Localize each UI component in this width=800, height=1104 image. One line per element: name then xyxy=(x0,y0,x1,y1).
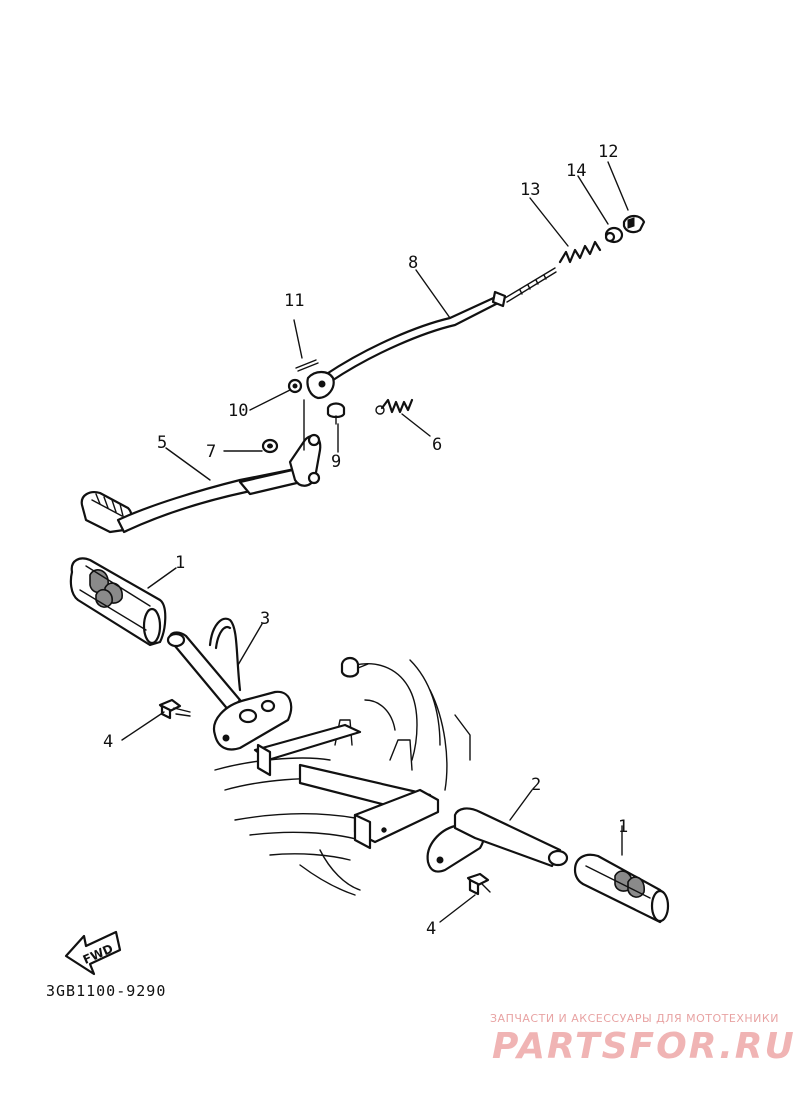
callout-4-upper: 4 xyxy=(103,732,113,752)
adjuster-nut-12[interactable] xyxy=(622,214,646,234)
callout-10: 10 xyxy=(228,401,248,421)
callout-12: 12 xyxy=(598,142,618,162)
right-footrest-bracket[interactable] xyxy=(426,807,569,873)
callout-9: 9 xyxy=(331,452,341,472)
nut-14[interactable] xyxy=(604,226,624,244)
watermark-logo: PARTSFOR.RU xyxy=(492,1026,796,1067)
washer-10[interactable] xyxy=(287,378,303,394)
brake-rod[interactable] xyxy=(306,267,557,400)
pin-9[interactable] xyxy=(326,402,346,425)
drawing-code: 3GB1100-9290 xyxy=(46,982,166,1000)
watermark-tagline: ЗАПЧАСТИ И АКСЕССУАРЫ ДЛЯ МОТОТЕХНИКИ xyxy=(490,1012,779,1025)
spring-13[interactable] xyxy=(558,240,602,264)
callout-4-lower: 4 xyxy=(426,919,436,939)
brake-pedal[interactable] xyxy=(80,433,322,534)
callout-2: 2 xyxy=(531,775,541,795)
callout-6: 6 xyxy=(432,435,442,455)
fwd-arrow-icon: FWD xyxy=(64,930,122,976)
callout-1-left: 1 xyxy=(175,553,185,573)
frame-crossmember xyxy=(253,723,440,850)
callout-14: 14 xyxy=(566,161,586,181)
callout-1-right: 1 xyxy=(618,817,628,837)
cotter-pin-11[interactable] xyxy=(295,359,319,372)
bolt-upper[interactable] xyxy=(158,698,191,720)
callout-11: 11 xyxy=(284,291,304,311)
callout-labels: 1 1 2 3 4 4 5 6 7 8 9 10 11 12 13 14 xyxy=(103,142,628,939)
callout-3: 3 xyxy=(260,609,270,629)
bolt-lower[interactable] xyxy=(466,872,491,896)
frame-plug xyxy=(340,656,369,678)
washer-7[interactable] xyxy=(261,438,279,454)
spring-6[interactable] xyxy=(375,398,414,415)
callout-7: 7 xyxy=(206,442,216,462)
right-footrest-peg[interactable] xyxy=(573,853,670,924)
callout-8: 8 xyxy=(408,253,418,273)
left-footrest-peg[interactable] xyxy=(69,557,167,647)
callout-5: 5 xyxy=(157,433,167,453)
leader-lines xyxy=(121,161,629,923)
watermark: ЗАПЧАСТИ И АКСЕССУАРЫ ДЛЯ МОТОТЕХНИКИ PA… xyxy=(490,1012,796,1067)
left-footrest-bracket[interactable] xyxy=(166,617,293,751)
callout-13: 13 xyxy=(520,180,540,200)
